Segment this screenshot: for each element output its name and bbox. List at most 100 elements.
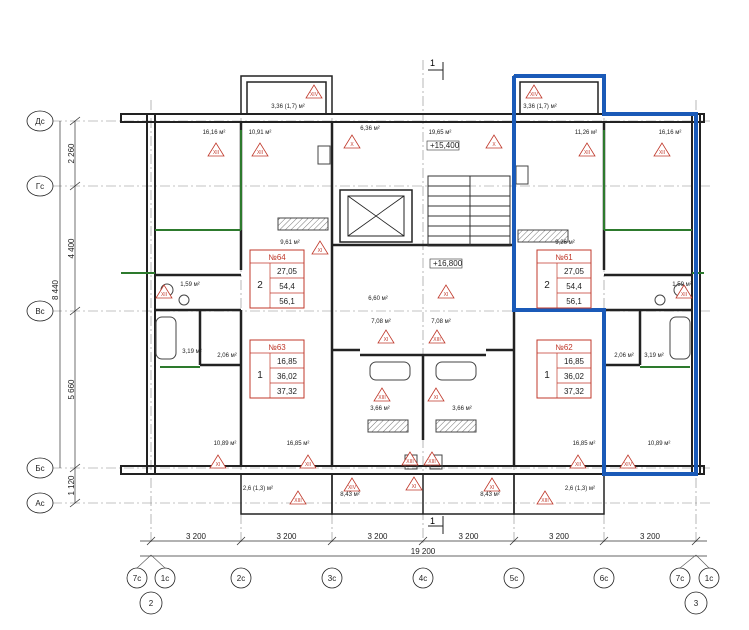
room-mark-triangle [619,454,637,469]
room-mark-triangle [401,451,419,466]
apartment-living-area: 27,05 [564,267,585,276]
dimension-horizontal-label: 3 200 [186,532,207,541]
room-mark-triangle [569,454,587,469]
apartment-living-area: 27,05 [277,267,298,276]
room-area-label: 10,91 м² [249,130,272,136]
room-mark-triangle [536,490,554,505]
room-mark-label: XII [681,292,687,298]
row-axis-label: Бс [35,464,44,473]
room-area-label: 16,85 м² [573,441,596,447]
room-mark-triangle [155,284,173,299]
room-area-label: 3,36 (1,7) м² [523,104,556,110]
room-mark-triangle [311,240,329,255]
green-partitions [121,130,704,368]
dimension-tick [69,181,81,191]
dimension-vertical-label: 1 120 [67,475,76,496]
axis-group-bubble [684,591,708,615]
axis-leader [150,554,166,569]
dimension-tick [418,536,428,546]
level-mid: +16,800 [433,259,463,268]
room-mark-label: XI [384,337,389,343]
dimension-horizontal-total: 19 200 [411,547,436,556]
col-axis-label: 5с [510,574,518,583]
room-mark-label: X [350,142,354,148]
staircase [427,175,511,247]
room-mark-triangle [675,284,693,299]
apartment-box [249,249,305,309]
room-mark-label: XI [434,395,439,401]
bathroom-fixtures [155,145,691,470]
room-area-label: 10,89 м² [214,441,237,447]
apartment-living-area: 16,85 [277,357,298,366]
axis-leader [695,554,710,569]
row-axis-label: Дс [35,117,44,126]
room-area-label: 8,43 м² [480,492,499,498]
room-mark-label: XI [444,292,449,298]
col-axis-label: 4с [419,574,427,583]
room-area-label: 1,59 м² [180,282,199,288]
room-area-label: 2,6 (1,3) м² [243,486,273,492]
col-axis-label: 7с [676,574,684,583]
room-mark-triangle [251,142,269,157]
axis-leader [136,554,152,569]
apartment-rooms: 1 [544,370,550,381]
room-area-label: 7,08 м² [431,319,450,325]
room-mark-label: XIII [428,459,436,465]
room-area-label: 16,16 м² [203,130,226,136]
col-axis-label: 2с [237,574,245,583]
room-mark-label: XII [161,292,167,298]
room-area-label: 2,6 (1,3) м² [565,486,595,492]
axis-group-label: 3 [694,599,699,608]
room-mark-triangle [343,477,361,492]
dimension-tick [69,306,81,316]
room-mark-label: XI [490,485,495,491]
row-axis-label: Ас [35,499,44,508]
level-top: +15,400 [430,141,460,150]
room-mark-label: XII [213,150,219,156]
dimension-tick [146,536,156,546]
apartment-area-with-balcony: 56,1 [279,297,295,306]
apartment-number: №61 [555,253,573,262]
row-axis-bubble [26,457,54,479]
room-mark-label: XIV [348,485,357,491]
room-mark-triangle [485,134,503,149]
dimension-tick [327,536,337,546]
col-axis-label: 1с [705,574,713,583]
room-mark-label: X [492,142,496,148]
room-mark-triangle [423,451,441,466]
dimension-tick [69,463,81,473]
apartment-total-area: 54,4 [566,282,582,291]
col-axis-label: 6с [600,574,608,583]
dimension-vertical-label: 4 400 [67,238,76,259]
apartment-area-with-balcony: 56,1 [566,297,582,306]
room-mark-triangle [299,454,317,469]
room-mark-triangle [483,477,501,492]
room-area-label: 7,08 м² [371,319,390,325]
room-mark-label: XII [584,150,590,156]
room-mark-label: XIII [378,395,386,401]
room-mark-triangle [428,329,446,344]
col-axis-bubble [230,567,252,589]
interior-walls [155,122,692,466]
dimension-tick [236,536,246,546]
room-mark-triangle [305,84,323,99]
apartment-total-area: 36,02 [277,372,298,381]
col-axis-bubble [593,567,615,589]
axis-leader [679,554,697,569]
section-mark-bottom: 1 [430,516,435,526]
room-mark-triangle [289,490,307,505]
room-mark-triangle [343,134,361,149]
room-mark-label: XI [216,462,221,468]
dimension-vertical-label: 5 660 [67,379,76,400]
apartment-info-boxes: №64227,0554,456,1№61227,0554,456,1№63116… [249,249,592,399]
axis-group-bubble [139,591,163,615]
room-area-label: 6,36 м² [360,126,379,132]
dimension-horizontal-label: 3 200 [549,532,570,541]
apartment-number: №64 [268,253,286,262]
col-axis-label: 7с [133,574,141,583]
room-mark-label: XIV [310,92,319,98]
room-mark-triangle [437,284,455,299]
room-mark-label: XI [318,248,323,254]
col-axis-label: 3с [328,574,336,583]
